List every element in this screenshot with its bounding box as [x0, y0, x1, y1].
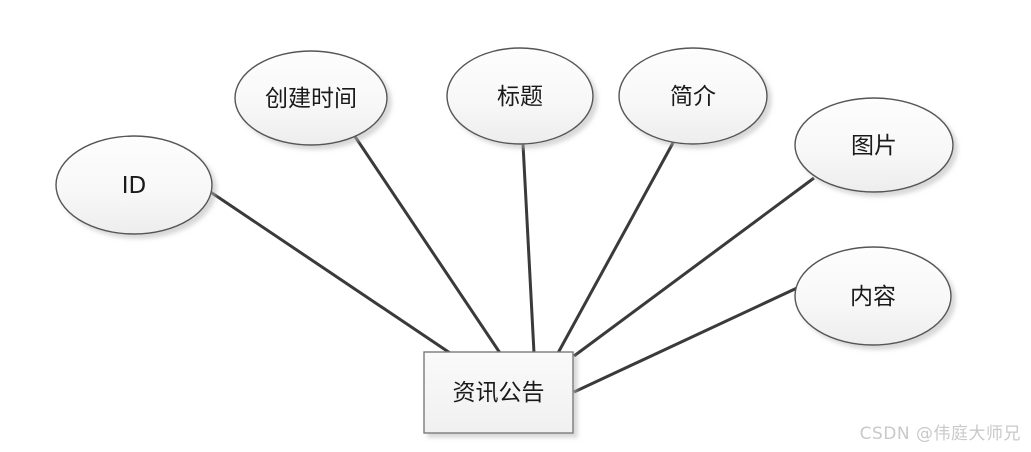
attribute-label-title: 标题 [497, 84, 543, 110]
attribute-label-id: ID [122, 173, 147, 199]
watermark: CSDN @伟庭大师兄 [859, 424, 1021, 444]
attribute-node-title[interactable]: 标题 [446, 47, 594, 145]
attribute-ellipse-title [446, 47, 594, 145]
entity-rect [423, 351, 574, 434]
connector-lines [208, 134, 815, 394]
attribute-ellipse-image [794, 97, 954, 193]
attribute-node-content[interactable]: 内容 [794, 246, 952, 346]
attribute-label-create-time: 创建时间 [265, 86, 357, 112]
connector-line-create-time [352, 134, 502, 354]
entity-node[interactable]: 资讯公告 [423, 351, 574, 434]
connector-line-summary [556, 140, 676, 354]
connector-line-id [208, 189, 454, 357]
attribute-ellipse-id [55, 135, 213, 235]
entity-label: 资讯公告 [453, 380, 545, 406]
connector-line-content [573, 286, 798, 394]
attribute-label-content: 内容 [850, 284, 896, 310]
attribute-ellipse-create-time [234, 50, 388, 146]
attribute-node-summary[interactable]: 简介 [618, 47, 768, 145]
attribute-label-image: 图片 [851, 133, 897, 159]
connector-line-image [573, 176, 815, 358]
connector-line-title [521, 143, 536, 354]
attribute-label-summary: 简介 [670, 84, 716, 110]
attribute-node-image[interactable]: 图片 [794, 97, 954, 193]
attribute-node-id[interactable]: ID [55, 135, 213, 235]
attribute-ellipse-content [794, 246, 952, 346]
attribute-ellipse-summary [618, 47, 768, 145]
attribute-node-create-time[interactable]: 创建时间 [234, 50, 388, 146]
